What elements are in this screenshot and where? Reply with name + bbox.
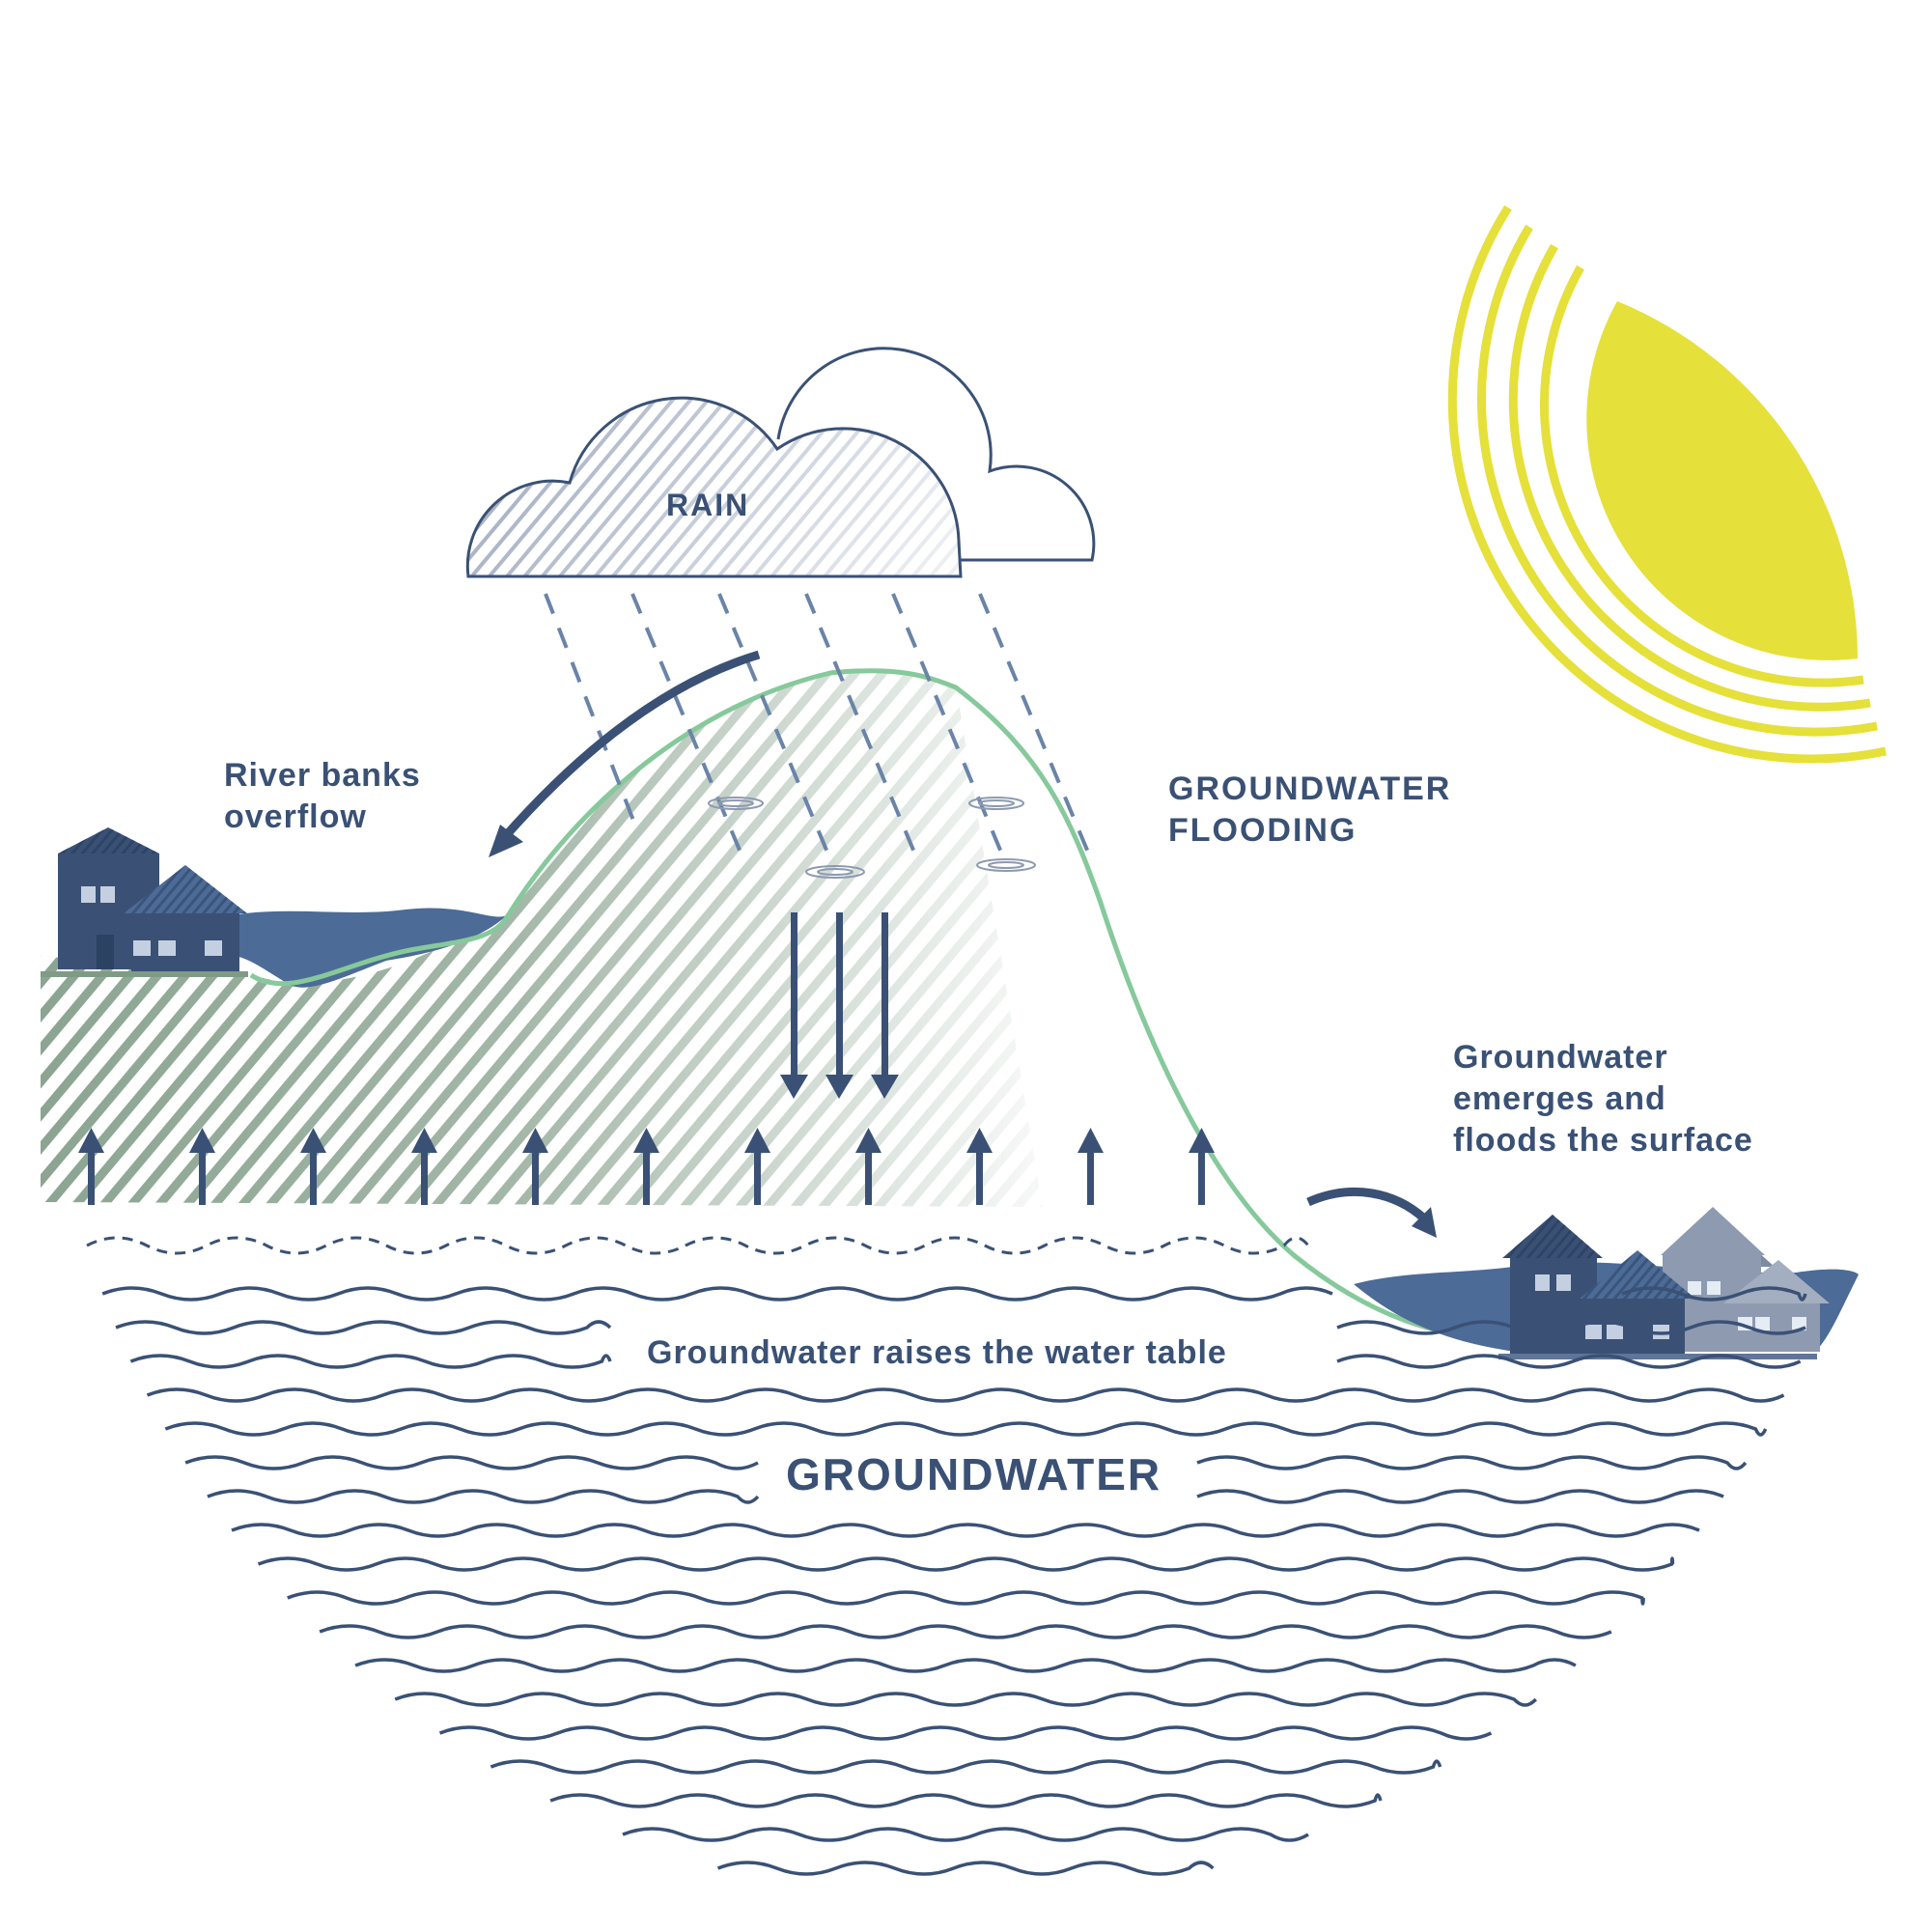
groundwater-wave-line <box>164 1421 1768 1437</box>
groundwater-wave-line <box>1336 1354 1802 1369</box>
groundwater-wave-line <box>549 1793 1383 1808</box>
arrow-up-shaft <box>310 1149 317 1205</box>
arrow-up-head <box>522 1128 548 1153</box>
arrow-up-shaft <box>865 1149 872 1205</box>
house-icon <box>1580 1250 1695 1359</box>
house-icon <box>124 865 247 971</box>
arrow-up-head <box>855 1128 882 1153</box>
groundwater-wave-line <box>438 1725 1493 1741</box>
groundwater-wave-line <box>1621 1286 1807 1302</box>
gw-flooding-line-2: FLOODING <box>1168 812 1357 849</box>
groundwater-wave-line <box>231 1523 1700 1538</box>
arrow-up-shaft <box>421 1149 428 1205</box>
groundwater-wave-line <box>287 1590 1645 1606</box>
arrow-up-shaft <box>532 1149 539 1205</box>
arrow-up-head <box>966 1128 993 1153</box>
groundwater-wave-line <box>257 1556 1675 1572</box>
groundwater-flooding-label: GROUNDWATER FLOODING <box>1168 769 1451 852</box>
arrow-up-icon <box>78 1128 1215 1205</box>
groundwater-wave-line <box>207 1489 760 1504</box>
arrow-down-icon <box>780 912 899 1099</box>
arrow-up-head <box>411 1128 437 1153</box>
arrow-up-shaft <box>754 1149 761 1205</box>
gw-flooding-line-1: GROUNDWATER <box>1168 770 1452 807</box>
arrow-up-head <box>633 1128 659 1153</box>
arrow-up-head <box>189 1128 215 1153</box>
groundwater-wave-line <box>490 1759 1442 1775</box>
gw-emerges-line-3: floods the surface <box>1453 1122 1753 1159</box>
arrow-up-head <box>1077 1128 1104 1153</box>
groundwater-wave-line <box>1196 1455 1748 1470</box>
arrow-up-shaft <box>199 1149 206 1205</box>
house-icon <box>1502 1215 1603 1359</box>
river-overflow-line-2: overflow <box>224 798 367 835</box>
arrow-up-head <box>300 1128 326 1153</box>
groundwater-title: GROUNDWATER <box>772 1448 1176 1500</box>
groundwater-wave-line <box>716 1861 1215 1876</box>
river-overflow-label: River banks overflow <box>224 755 421 838</box>
groundwater-wave-line <box>1196 1489 1724 1504</box>
sun-icon <box>1447 205 1887 764</box>
rain-label: RAIN <box>666 488 750 522</box>
groundwater-wave-line <box>354 1658 1577 1673</box>
arrow-up-shaft <box>1087 1149 1094 1205</box>
arrow-up-head <box>1189 1128 1215 1153</box>
puddle-icon <box>708 797 1036 879</box>
arrow-up-shaft <box>976 1149 983 1205</box>
river-overflow-line-1: River banks <box>224 757 421 794</box>
gw-emerges-line-1: Groundwater <box>1453 1039 1668 1076</box>
cloud-icon <box>465 347 1096 578</box>
arrow-up-head <box>744 1128 770 1153</box>
water-table-line <box>86 1236 1310 1255</box>
arrow-up-shaft <box>88 1149 95 1205</box>
arrow-up-head <box>78 1128 104 1153</box>
wave-icon <box>101 1286 1807 1876</box>
rain-drop-icon <box>544 593 1093 860</box>
groundwater-wave-line <box>622 1827 1309 1842</box>
groundwater-wave-line <box>319 1624 1612 1639</box>
arrow-up-shaft <box>1198 1149 1205 1205</box>
groundwater-emerges-label: Groundwater emerges and floods the surfa… <box>1453 1037 1753 1162</box>
groundwater-wave-line <box>115 1320 612 1335</box>
groundwater-wave-line <box>184 1455 759 1470</box>
arrow-up-shaft <box>643 1149 650 1205</box>
curved-arrow-icon <box>489 650 761 857</box>
curved-arrow-icon <box>1306 1188 1437 1238</box>
groundwater-wave-line <box>101 1286 1333 1302</box>
gw-emerges-line-2: emerges and <box>1453 1080 1666 1117</box>
groundwater-wave-line <box>394 1692 1538 1707</box>
groundwater-wave-line <box>1336 1320 1806 1335</box>
water-table-label: Groundwater raises the water table <box>637 1332 1237 1374</box>
groundwater-wave-line <box>129 1354 612 1369</box>
groundwater-wave-line <box>146 1387 1785 1403</box>
